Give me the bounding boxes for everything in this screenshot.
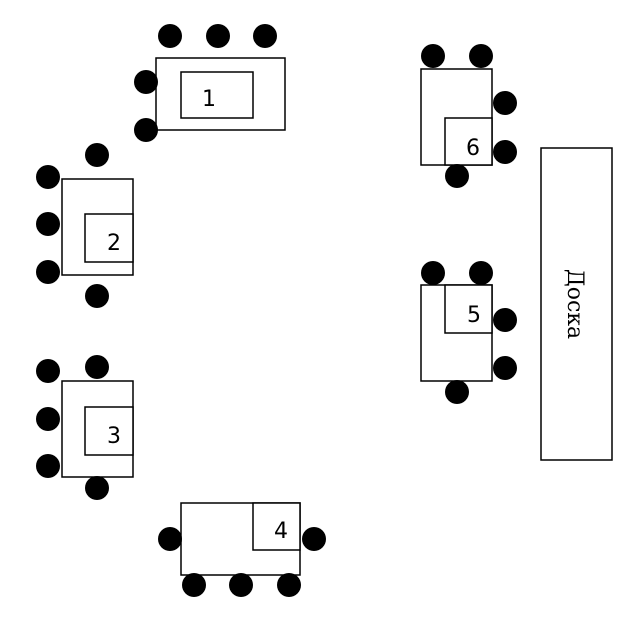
table-3-chair bbox=[85, 355, 109, 379]
table-4-chair bbox=[229, 573, 253, 597]
table-6-chair bbox=[469, 44, 493, 68]
table-6-chair bbox=[445, 164, 469, 188]
table-4-chair bbox=[182, 573, 206, 597]
table-2-number: 2 bbox=[107, 231, 121, 256]
table-1-chair bbox=[158, 24, 182, 48]
table-6-number: 6 bbox=[466, 136, 480, 161]
table-3-chair bbox=[36, 454, 60, 478]
table-2-chair bbox=[36, 165, 60, 189]
board bbox=[540, 147, 613, 461]
board-group: Доска bbox=[540, 147, 613, 461]
table-3-group: 3 bbox=[36, 355, 134, 500]
table-1-chair bbox=[134, 118, 158, 142]
table-5-chair bbox=[445, 380, 469, 404]
table-6-chair bbox=[493, 91, 517, 115]
table-1-chair bbox=[206, 24, 230, 48]
table-4-group: 4 bbox=[158, 502, 326, 597]
table-4-chair bbox=[277, 573, 301, 597]
table-2-chair bbox=[85, 284, 109, 308]
table-1-number: 1 bbox=[202, 87, 216, 112]
table-4-chair bbox=[302, 527, 326, 551]
table-1-group: 1 bbox=[134, 24, 286, 142]
table-3-chair bbox=[85, 476, 109, 500]
table-5-chair bbox=[421, 261, 445, 285]
table-6-chair bbox=[421, 44, 445, 68]
table-5-number: 5 bbox=[467, 303, 481, 328]
table-3-number: 3 bbox=[107, 424, 121, 449]
table-2-chair bbox=[85, 143, 109, 167]
table-2-label-box bbox=[84, 213, 134, 263]
table-3-chair bbox=[36, 407, 60, 431]
table-4-chair bbox=[158, 527, 182, 551]
table-4-number: 4 bbox=[274, 519, 288, 544]
table-5-group: 5 bbox=[420, 261, 517, 404]
table-6-chair bbox=[493, 140, 517, 164]
table-5-chair bbox=[493, 308, 517, 332]
table-3-label-box bbox=[84, 406, 134, 456]
table-5-chair bbox=[469, 261, 493, 285]
table-5-chair bbox=[493, 356, 517, 380]
table-2-chair bbox=[36, 260, 60, 284]
table-1-label-box bbox=[180, 71, 254, 119]
table-2-group: 2 bbox=[36, 143, 134, 308]
table-6-label-box bbox=[444, 117, 493, 166]
table-2-chair bbox=[36, 212, 60, 236]
table-1-chair bbox=[253, 24, 277, 48]
table-5-label-box bbox=[444, 284, 493, 334]
table-3-chair bbox=[36, 359, 60, 383]
board-label: Доска bbox=[562, 269, 587, 339]
table-1-chair bbox=[134, 70, 158, 94]
table-4-label-box bbox=[252, 502, 301, 551]
table-6-group: 6 bbox=[420, 44, 517, 188]
